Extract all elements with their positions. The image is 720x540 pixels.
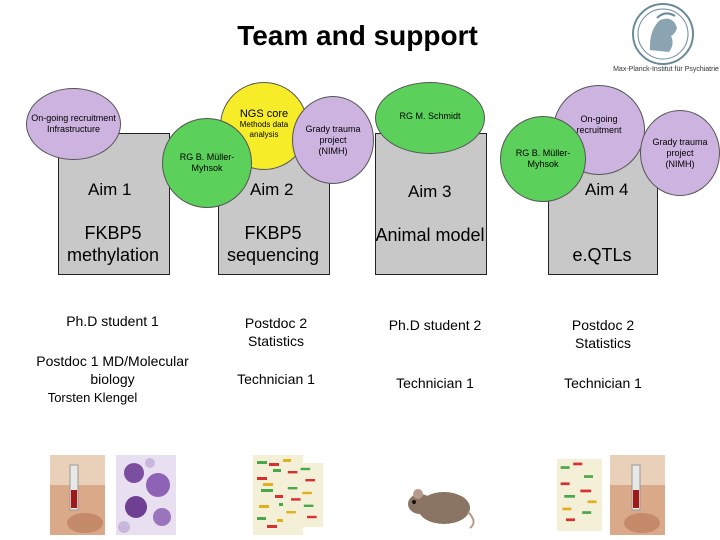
- aim1-staff-2: Postdoc 1 MD/Molecular biology: [36, 353, 189, 387]
- aim4-staff-2: Technician 1: [564, 375, 642, 391]
- rg-muller-right-label: RG B. Müller-Myhsok: [515, 148, 571, 169]
- rg-schmidt-label: RG M. Schmidt: [399, 111, 461, 121]
- sequencing-gel-aim4: [557, 459, 602, 531]
- ngs-core-label: NGS core: [239, 108, 289, 120]
- mouse-photo: [400, 472, 480, 532]
- grady-right-label: Grady trauma project (NIMH): [652, 136, 708, 169]
- blood-cells-photo: [116, 455, 176, 535]
- aim2-staff-1: Postdoc 2 Statistics: [244, 315, 308, 349]
- aim2-staff-2: Technician 1: [237, 371, 315, 387]
- recruitment-left-circle: On-going recruitment Infrastructure: [26, 88, 121, 160]
- aim1-staff-name: Torsten Klengel: [47, 390, 138, 405]
- aim3-staff-1: Ph.D student 2: [388, 317, 482, 333]
- logo-caption: Max-Planck-Institut für Psychiatrie: [613, 66, 719, 73]
- recruitment-right-label: On-going recruitment: [576, 114, 622, 135]
- grady-left-circle: Grady trauma project (NIMH): [292, 96, 374, 184]
- aim3-label: Aim 3: [408, 182, 452, 201]
- ngs-methods-label: Methods data analysis: [239, 120, 289, 139]
- aim3-topic: Animal model: [375, 225, 485, 245]
- aim4-topic: e.QTLs: [572, 245, 632, 265]
- minerva-logo-icon: [632, 3, 694, 65]
- aim2-label: Aim 2: [250, 180, 294, 199]
- recruitment-left-label: On-going recruitment Infrastructure: [31, 113, 116, 134]
- rg-muller-right-circle: RG B. Müller-Myhsok: [500, 116, 586, 202]
- rg-muller-left-circle: RG B. Müller-Myhsok: [162, 118, 252, 208]
- aim4-staff-1: Postdoc 2 Statistics: [571, 317, 635, 351]
- aim1-label: Aim 1: [88, 180, 132, 199]
- aim1-staff-1: Ph.D student 1: [66, 313, 159, 329]
- grady-left-label: Grady trauma project (NIMH): [305, 123, 361, 156]
- blood-sample-photo: [50, 455, 105, 535]
- aim2-topic: FKBP5 sequencing: [226, 223, 320, 265]
- grady-right-circle: Grady trauma project (NIMH): [640, 110, 720, 196]
- blood-sample-photo-aim4: [610, 455, 665, 535]
- rg-muller-left-label: RG B. Müller-Myhsok: [179, 152, 235, 173]
- aim3-box: [375, 133, 487, 275]
- aim4-label: Aim 4: [585, 180, 629, 199]
- aim3-staff-2: Technician 1: [396, 375, 474, 391]
- sequencing-gel-right: [283, 463, 323, 527]
- rg-schmidt-circle: RG M. Schmidt: [375, 82, 485, 154]
- page-title: Team and support: [237, 20, 478, 51]
- aim1-topic: FKBP5 methylation: [66, 223, 160, 265]
